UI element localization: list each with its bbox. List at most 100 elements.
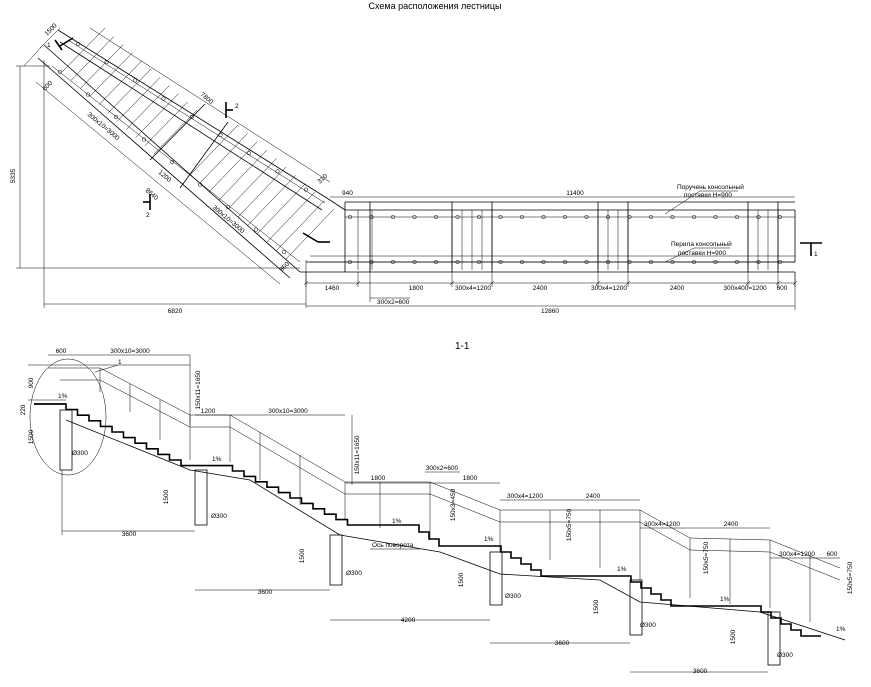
sec-dim-150x5c: 150x5=750 — [847, 561, 854, 594]
pile — [489, 551, 503, 606]
pile-label-4: Ø300 — [505, 593, 521, 600]
sec-dim-300x2: 300x2=600 — [426, 465, 459, 472]
plan-dim-8640: 8640 — [144, 187, 160, 202]
rail-post-dot — [627, 214, 632, 220]
sec-dim-4200: 4200 — [401, 617, 416, 624]
rail-post-dot — [498, 259, 503, 265]
rail-post-dot — [455, 214, 460, 220]
tread — [98, 60, 142, 105]
sec-dim-2400a: 2400 — [586, 493, 601, 500]
plan-dim-11400: 11400 — [566, 190, 584, 197]
plan-dim-300x4b: 300x4=1200 — [591, 285, 627, 292]
sec-dim-2400b: 2400 — [724, 521, 739, 528]
pile — [629, 579, 643, 636]
sec-dim-3600c: 3600 — [555, 640, 570, 647]
rail-post-dot — [104, 60, 109, 65]
sec-dim-150x11a: 150x11=1650 — [195, 370, 202, 409]
rail-post-dot — [197, 182, 203, 187]
rail-post-dot — [347, 259, 353, 265]
tread — [218, 150, 267, 201]
plan-straight-flight — [57, 41, 796, 273]
dim-tick — [775, 280, 781, 286]
rail-post-dot — [225, 204, 231, 210]
section-title: 1-1 — [455, 341, 470, 352]
rail-post-dot — [390, 259, 396, 265]
sec-dim-1800b: 1800 — [463, 475, 478, 482]
sec-dim-220: 220 — [20, 404, 27, 415]
rail-post-dot — [648, 214, 654, 220]
dim-tick — [625, 280, 631, 286]
dim-tick — [303, 280, 309, 286]
pile-label-5: Ø300 — [640, 622, 656, 629]
rail-post-dot — [455, 259, 460, 265]
rail-post-dot — [691, 259, 697, 265]
rail-post-dot — [756, 259, 761, 265]
plan-marker-2a: 2 — [235, 103, 239, 110]
rail-post-dot — [648, 259, 654, 265]
tread — [107, 68, 152, 114]
tread — [117, 77, 161, 122]
tread — [135, 93, 179, 138]
plan-marker-1a: 1 — [47, 42, 51, 49]
rail-post-dot — [303, 187, 309, 192]
rail-post-dot — [246, 151, 252, 156]
plan-note-posts1: поставки H=900 — [684, 192, 732, 199]
rail-post-dot — [253, 227, 259, 232]
sec-dim-3600a: 3600 — [122, 531, 137, 538]
rail-post-dot — [218, 132, 223, 138]
tread — [276, 200, 325, 251]
rail-post-dot — [756, 214, 761, 220]
rail-post-dot — [189, 114, 195, 119]
plan-dim-6820: 6820 — [168, 308, 183, 315]
sec-vdim-1500b: 1500 — [299, 548, 306, 563]
rail-post-dot — [605, 259, 611, 265]
detail-callout-circle — [29, 358, 107, 476]
sec-dim-600b: 600 — [827, 551, 838, 558]
sec-dim-150x5a: 150x5=750 — [566, 508, 573, 541]
sec-dim-3600d: 3600 — [693, 668, 708, 675]
plan-dim-600a: 600 — [41, 80, 54, 93]
pile-label-3: Ø300 — [346, 570, 362, 577]
plan-dim-2400a: 2400 — [533, 285, 548, 292]
pile — [194, 469, 208, 526]
rail-post-dot — [734, 214, 740, 220]
slope-2: 1% — [212, 456, 222, 463]
pile — [329, 534, 343, 586]
rail-post-dot — [281, 249, 287, 255]
rail-post-dot — [541, 214, 546, 220]
plan-dim-1800: 1800 — [409, 285, 424, 292]
rail-post-dot — [476, 259, 482, 265]
plan-dim-1200: 1200 — [157, 169, 173, 184]
rail-post-dot — [777, 214, 783, 220]
pile-label-1: Ø300 — [72, 450, 88, 457]
dim-tick — [449, 280, 455, 286]
plan-dim-600b: 600 — [777, 285, 788, 292]
pile — [59, 409, 73, 471]
plan-dim-1460: 1460 — [325, 285, 340, 292]
plan-dim-1500: 1500 — [43, 22, 58, 37]
sec-vdim-1500e: 1500 — [730, 629, 737, 644]
rail-post-dot — [691, 214, 697, 220]
plan-diagonal-flight — [23, 27, 335, 285]
dim-tick — [355, 280, 361, 286]
rail-post-dot — [498, 214, 503, 220]
tread — [71, 36, 115, 81]
plan-dim-7800: 7800 — [199, 91, 215, 106]
tread — [199, 133, 248, 184]
sec-vdim-1500a: 1500 — [163, 489, 170, 504]
tread — [247, 175, 296, 226]
sec-dim-600: 600 — [56, 348, 67, 355]
rail-post-dot — [412, 259, 417, 265]
plan-marker-2b: 2 — [146, 212, 150, 219]
sec-dim-150x11b: 150x11=1650 — [354, 435, 361, 474]
slope-6: 1% — [720, 596, 730, 603]
plan-dim-940: 940 — [342, 190, 353, 197]
rail-post-dot — [275, 169, 280, 174]
section-stair-profile — [34, 367, 846, 666]
sec-dim-300x4a: 300x4=1200 — [507, 493, 543, 500]
rail-post-dot — [519, 259, 525, 265]
plan-marker-1b: 1 — [814, 251, 818, 258]
sec-dim-300x10b: 300x10=3000 — [268, 408, 308, 415]
tread — [153, 109, 198, 155]
